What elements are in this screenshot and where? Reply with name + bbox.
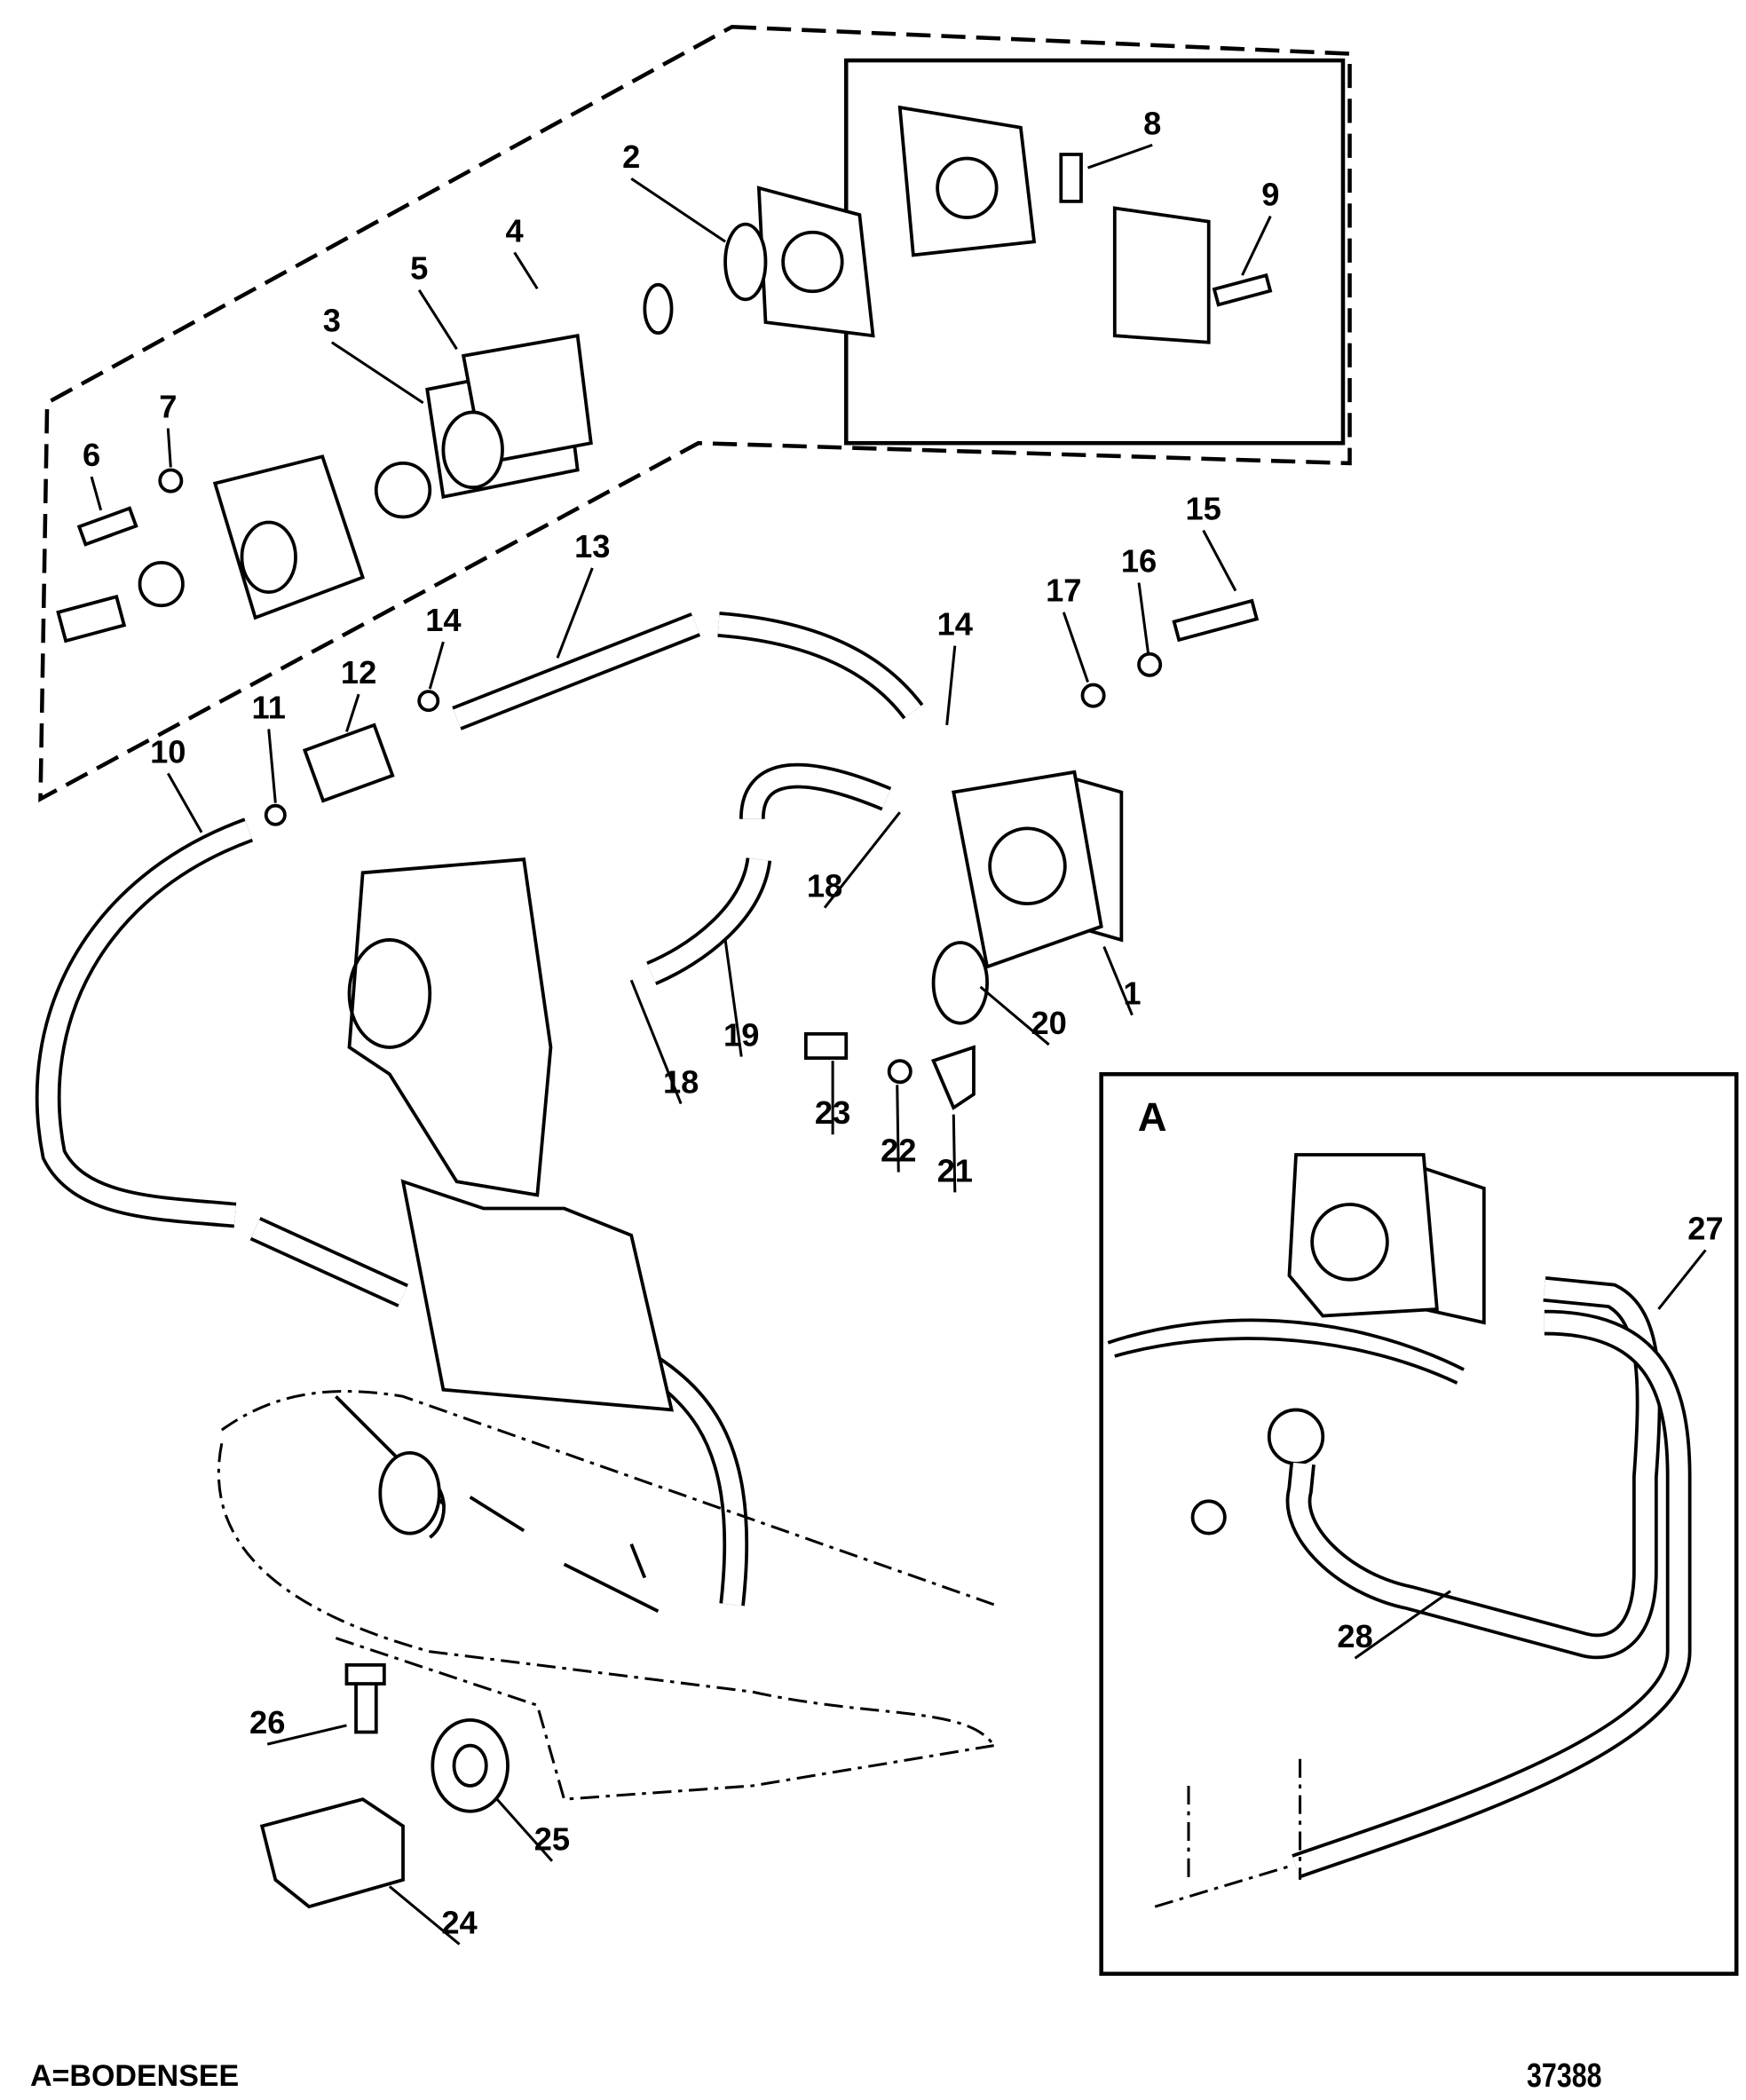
callout-14a: 14 [425, 602, 461, 638]
callout-10: 10 [150, 733, 186, 770]
callout-22: 22 [881, 1133, 916, 1169]
leader-line-18a [823, 811, 901, 909]
diaphragm-parts [56, 222, 768, 643]
fuel-pump-part [931, 770, 1124, 1025]
leader-line-21 [952, 1114, 957, 1193]
leader-line-5 [417, 288, 458, 351]
leader-line-11 [267, 729, 277, 803]
callout-9: 9 [1261, 176, 1279, 212]
callout-13: 13 [574, 528, 610, 564]
leader-line-13 [556, 567, 594, 659]
fuel-filter-part [302, 722, 395, 803]
callout-4: 4 [505, 212, 523, 249]
callout-14b: 14 [937, 606, 973, 643]
callout-6: 6 [83, 437, 100, 473]
callout-11: 11 [252, 689, 286, 725]
callout-1: 1 [1123, 975, 1141, 1012]
leader-line-26 [266, 1724, 347, 1746]
callout-12: 12 [341, 654, 376, 691]
callout-18b: 18 [663, 1063, 699, 1100]
carburetor-part [347, 857, 675, 1412]
leader-line-7 [166, 428, 172, 468]
leader-line-8 [1087, 143, 1153, 170]
leader-line-27 [1657, 1249, 1707, 1310]
exploded-view-boundary [38, 24, 1352, 802]
document-number: 37388 [1527, 2057, 1602, 2095]
callout-7: 7 [159, 388, 177, 424]
inset-hose-27 [1292, 1309, 1692, 1879]
callout-19: 19 [723, 1016, 759, 1053]
leader-line-17 [1062, 612, 1089, 683]
callout-8: 8 [1143, 105, 1161, 141]
leader-line-14a [428, 641, 445, 690]
leader-line-20 [979, 985, 1050, 1046]
leader-line-19 [723, 939, 743, 1057]
leader-line-2 [630, 177, 726, 243]
legend-text: A=BODENSEE [30, 2059, 240, 2093]
callout-20: 20 [1031, 1005, 1066, 1041]
leader-line-10 [166, 772, 203, 833]
callout-2: 2 [622, 138, 640, 175]
inset-hose-28 [1285, 1275, 1662, 1660]
leader-line-25 [495, 1798, 554, 1862]
leader-line-3 [331, 341, 424, 405]
leader-line-18b [629, 979, 683, 1105]
inset-fuel-pump [1287, 1153, 1486, 1325]
inset-label: A [1138, 1094, 1167, 1140]
pump-body-part [756, 105, 1211, 344]
leader-line-4 [513, 251, 539, 290]
callout-27: 27 [1687, 1210, 1723, 1246]
inset-bodensee-box [1099, 1071, 1739, 1977]
callout-26: 26 [249, 1704, 285, 1741]
leader-line-15 [1202, 529, 1237, 592]
leader-line-6 [90, 476, 103, 511]
callout-23: 23 [815, 1094, 850, 1131]
leader-line-1 [1102, 945, 1134, 1016]
callout-28: 28 [1337, 1618, 1372, 1654]
leader-line-28 [1354, 1590, 1451, 1660]
callout-21: 21 [937, 1152, 973, 1188]
callout-17: 17 [1046, 572, 1081, 609]
callout-5: 5 [410, 250, 428, 287]
leader-line-14b [945, 645, 957, 726]
leader-lines [90, 143, 1707, 1946]
engine-cowl-outline [217, 1389, 995, 1801]
leader-line-16 [1137, 582, 1150, 654]
callout-15: 15 [1185, 490, 1221, 526]
leader-line-24 [388, 1885, 461, 1946]
leader-line-22 [896, 1085, 900, 1172]
callout-25: 25 [534, 1821, 570, 1858]
hardware-parts [259, 272, 1273, 1909]
callout-18a: 18 [807, 868, 842, 904]
callout-16: 16 [1121, 542, 1157, 579]
leader-line-9 [1241, 215, 1272, 276]
leader-line-12 [345, 693, 360, 732]
callout-24: 24 [441, 1904, 477, 1940]
callout-3: 3 [323, 303, 341, 339]
